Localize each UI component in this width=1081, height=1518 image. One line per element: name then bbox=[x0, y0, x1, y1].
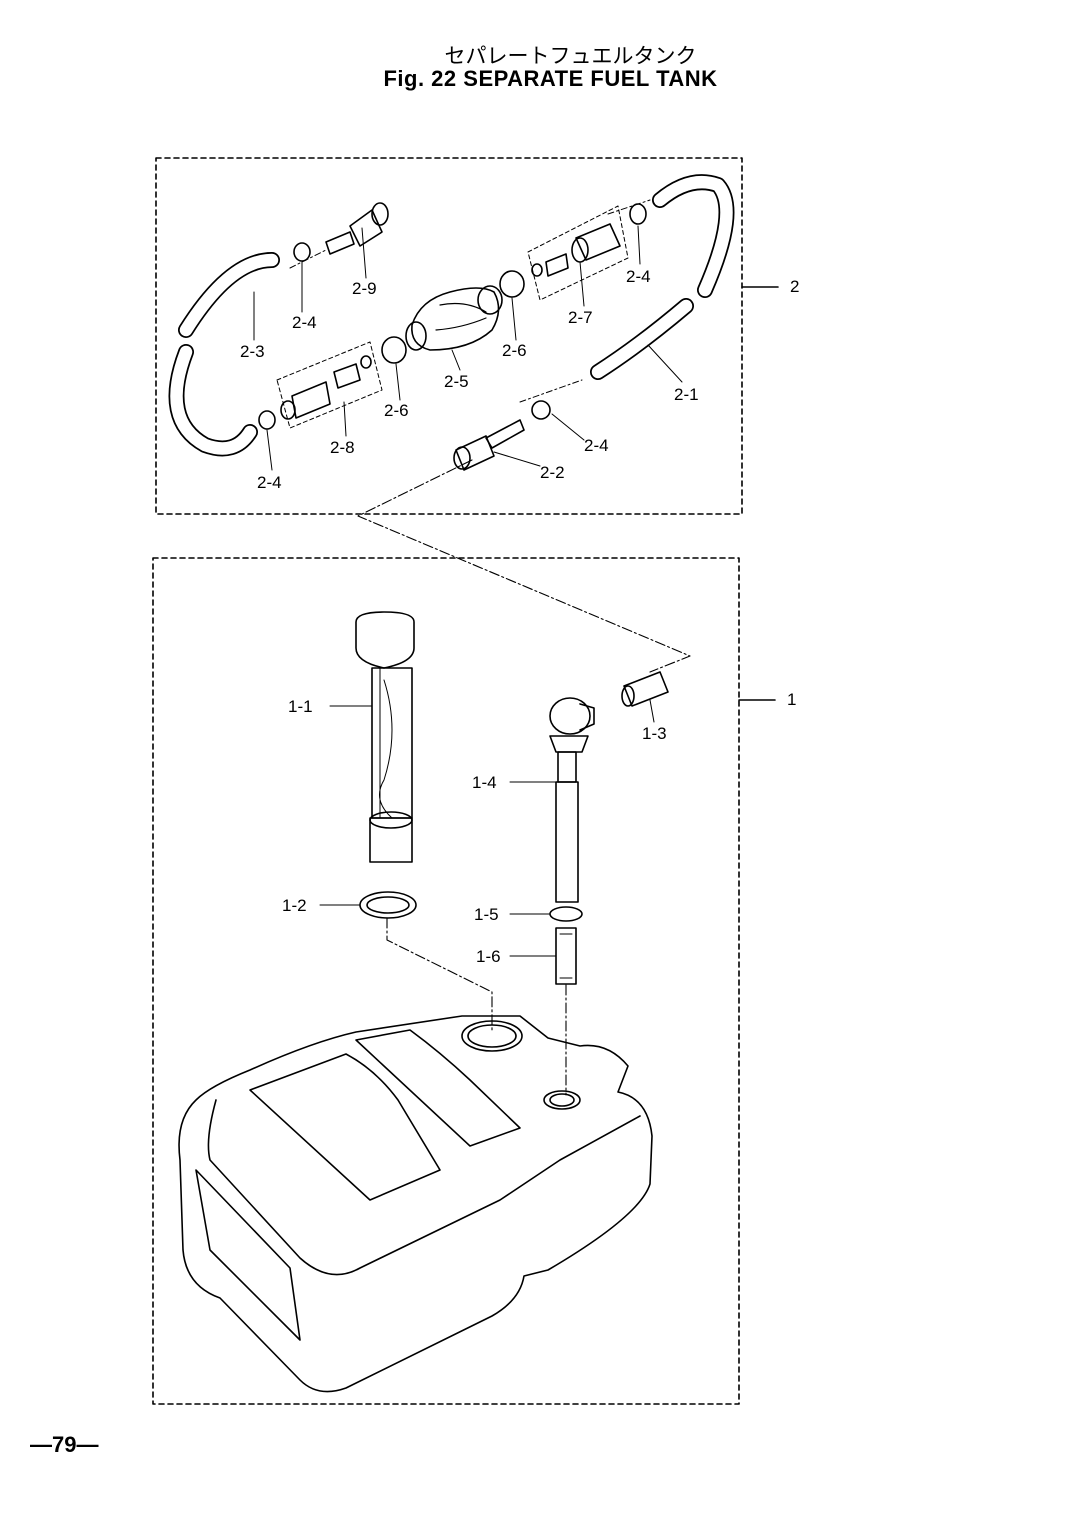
label-2-2: 2-2 bbox=[540, 463, 565, 482]
label-2-4: 2-4 bbox=[257, 473, 282, 492]
pickup-pipe-1-4 bbox=[549, 697, 595, 903]
label-2-3: 2-3 bbox=[240, 342, 265, 361]
figure-title: Fig. 22 SEPARATE FUEL TANK bbox=[383, 66, 718, 91]
label-2-4: 2-4 bbox=[626, 267, 651, 286]
label-1-2: 1-2 bbox=[282, 896, 307, 915]
oring-1-5 bbox=[549, 906, 583, 922]
hose-assembly-box bbox=[155, 157, 743, 515]
label-group-2: 2 bbox=[790, 277, 799, 296]
label-2-7: 2-7 bbox=[568, 308, 593, 327]
fuel-tank bbox=[178, 1015, 653, 1393]
label-2-5: 2-5 bbox=[444, 372, 469, 391]
connector-2-7 bbox=[531, 223, 621, 277]
connector-2-8 bbox=[280, 355, 372, 420]
label-1-3: 1-3 bbox=[642, 724, 667, 743]
label-2-4: 2-4 bbox=[584, 436, 609, 455]
tank-assembly-box bbox=[152, 557, 740, 1405]
label-group-1: 1 bbox=[787, 690, 796, 709]
connector-2-2 bbox=[453, 419, 525, 471]
label-1-5: 1-5 bbox=[474, 905, 499, 924]
connector-2-9 bbox=[325, 202, 389, 255]
title-japanese: セパレートフュエルタンク bbox=[444, 44, 697, 68]
label-2-1: 2-1 bbox=[674, 385, 699, 404]
label-1-4: 1-4 bbox=[472, 773, 497, 792]
label-2-6: 2-6 bbox=[502, 341, 527, 360]
label-1-1: 1-1 bbox=[288, 697, 313, 716]
clamp-2-4 bbox=[293, 242, 311, 262]
primer-bulb-2-5 bbox=[405, 285, 503, 351]
filter-1-6 bbox=[555, 927, 577, 985]
seal-1-2 bbox=[359, 891, 417, 919]
connection-line bbox=[357, 459, 691, 673]
label-2-4: 2-4 bbox=[292, 313, 317, 332]
fuel-gauge-1-1 bbox=[355, 611, 415, 863]
page-number: —79— bbox=[30, 1432, 99, 1457]
label-2-6: 2-6 bbox=[384, 401, 409, 420]
nipple-1-3 bbox=[621, 671, 669, 707]
label-1-6: 1-6 bbox=[476, 947, 501, 966]
label-2-9: 2-9 bbox=[352, 279, 377, 298]
label-2-8: 2-8 bbox=[330, 438, 355, 457]
